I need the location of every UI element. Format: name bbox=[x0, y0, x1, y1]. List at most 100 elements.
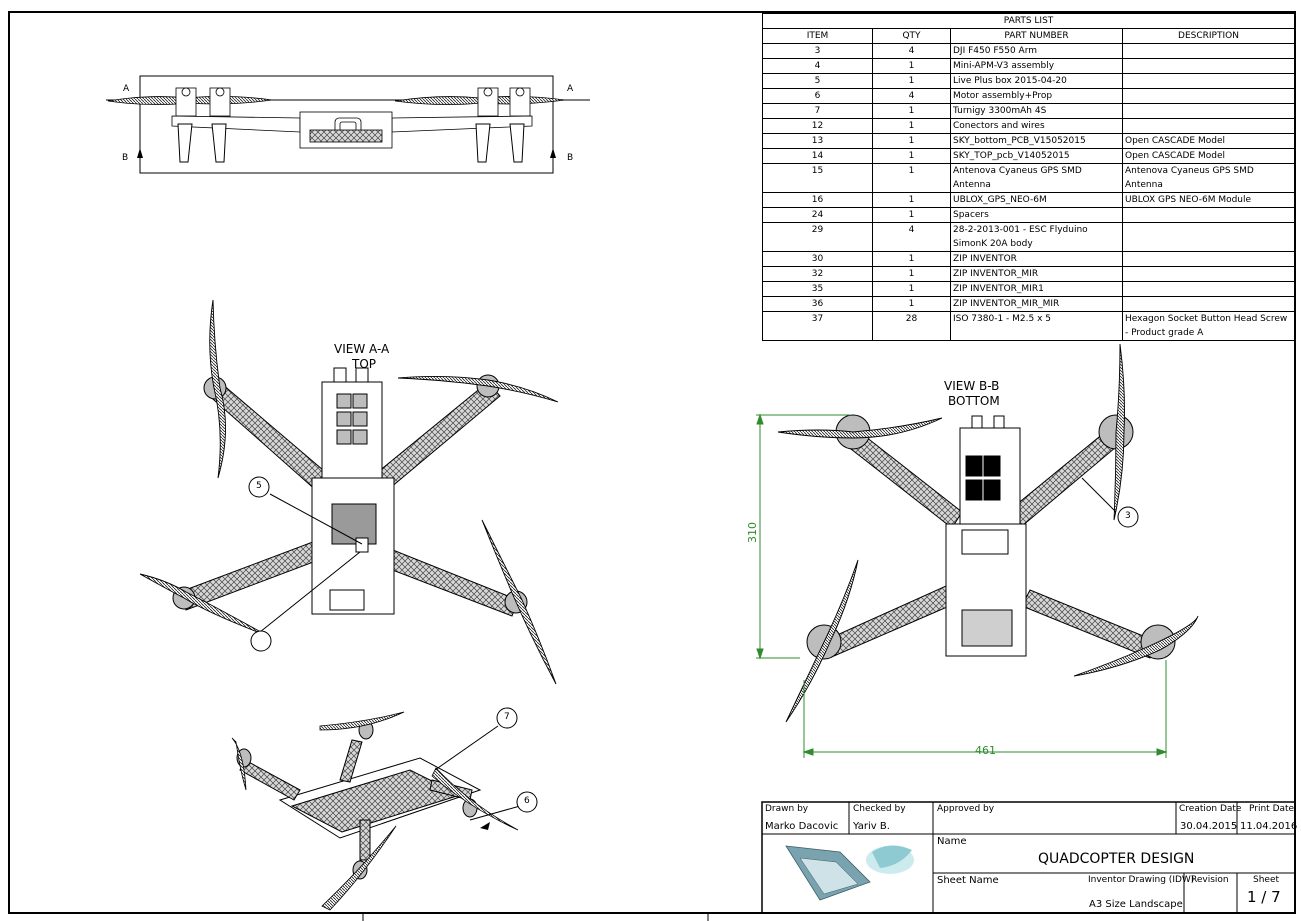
cell-qty: 1 bbox=[872, 103, 951, 119]
cell-part: DJI F450 F550 Arm bbox=[950, 43, 1123, 59]
view-b-title: VIEW B-B bbox=[944, 379, 1000, 393]
cell-item: 30 bbox=[762, 251, 873, 267]
cell-desc bbox=[1122, 103, 1295, 119]
cell-qty: 1 bbox=[872, 118, 951, 134]
cell-qty: 4 bbox=[872, 43, 951, 59]
cell-desc: Open CASCADE Model bbox=[1122, 148, 1295, 164]
cell-item: 12 bbox=[762, 118, 873, 134]
cell-desc bbox=[1122, 118, 1295, 134]
cell-part: ZIP INVENTOR_MIR_MIR bbox=[950, 296, 1123, 312]
cell-item: 16 bbox=[762, 192, 873, 208]
cell-desc: UBLOX GPS NEO-6M Module bbox=[1122, 192, 1295, 208]
drawn-by-value: Marko Dacovic bbox=[765, 821, 839, 832]
checked-by-label: Checked by bbox=[853, 804, 906, 814]
header-qty: QTY bbox=[872, 28, 951, 44]
dimension-width: 461 bbox=[975, 744, 996, 757]
view-b-subtitle: BOTTOM bbox=[948, 394, 1000, 408]
cell-item: 36 bbox=[762, 296, 873, 312]
parts-list-title: PARTS LIST bbox=[762, 13, 1295, 29]
name-label: Name bbox=[937, 836, 967, 847]
balloon-6: 6 bbox=[524, 796, 530, 806]
drawing-name: QUADCOPTER DESIGN bbox=[1038, 851, 1195, 867]
sheet-number: 1 / 7 bbox=[1247, 888, 1281, 906]
cell-qty: 1 bbox=[872, 58, 951, 74]
balloon-leaders bbox=[248, 476, 1139, 813]
checked-by-value: Yariv B. bbox=[853, 821, 890, 832]
cell-part: Conectors and wires bbox=[950, 118, 1123, 134]
cell-qty: 1 bbox=[872, 133, 951, 149]
cell-item: 3 bbox=[762, 43, 873, 59]
cell-qty: 1 bbox=[872, 163, 951, 193]
cell-desc bbox=[1122, 222, 1295, 252]
section-marker-b-right: B bbox=[567, 153, 574, 163]
creation-date-value: 30.04.2015 bbox=[1180, 821, 1238, 832]
cell-part: SKY_TOP_pcb_V14052015 bbox=[950, 148, 1123, 164]
side-view bbox=[106, 75, 590, 174]
cell-qty: 1 bbox=[872, 192, 951, 208]
drawn-by-label: Drawn by bbox=[765, 804, 809, 814]
sheet-size: A3 Size Landscape bbox=[1089, 899, 1183, 910]
cell-part: Spacers bbox=[950, 207, 1123, 223]
cell-qty: 1 bbox=[872, 73, 951, 89]
cell-part: SKY_bottom_PCB_V15052015 bbox=[950, 133, 1123, 149]
sheet-name-value: Inventor Drawing (IDW) bbox=[1088, 875, 1195, 885]
company-logo bbox=[782, 840, 922, 906]
cell-desc bbox=[1122, 251, 1295, 267]
cell-desc bbox=[1122, 281, 1295, 297]
cell-item: 32 bbox=[762, 266, 873, 282]
cell-item: 5 bbox=[762, 73, 873, 89]
cell-desc bbox=[1122, 43, 1295, 59]
cell-desc bbox=[1122, 296, 1295, 312]
cell-qty: 4 bbox=[872, 88, 951, 104]
section-marker-a-right: A bbox=[567, 84, 574, 94]
cell-item: 24 bbox=[762, 207, 873, 223]
sheet-label: Sheet bbox=[1253, 875, 1280, 885]
cell-desc: Antenova Cyaneus GPS SMD Antenna bbox=[1122, 163, 1295, 193]
cell-part: ZIP INVENTOR_MIR1 bbox=[950, 281, 1123, 297]
cell-part: Turnigy 3300mAh 4S bbox=[950, 103, 1123, 119]
cell-qty: 1 bbox=[872, 207, 951, 223]
cell-qty: 1 bbox=[872, 148, 951, 164]
cell-part: Mini-APM-V3 assembly bbox=[950, 58, 1123, 74]
cell-desc bbox=[1122, 58, 1295, 74]
sheet-name-label: Sheet Name bbox=[937, 875, 999, 886]
cell-desc bbox=[1122, 73, 1295, 89]
cell-desc bbox=[1122, 207, 1295, 223]
cell-item: 35 bbox=[762, 281, 873, 297]
cell-desc bbox=[1122, 266, 1295, 282]
approved-by-label: Approved by bbox=[937, 804, 995, 814]
balloon-3: 3 bbox=[1125, 511, 1131, 521]
revision-label: Revision bbox=[1191, 875, 1229, 885]
dimension-lines bbox=[756, 413, 1168, 758]
cell-part: Motor assembly+Prop bbox=[950, 88, 1123, 104]
cell-qty: 1 bbox=[872, 266, 951, 282]
cell-part: UBLOX_GPS_NEO-6M bbox=[950, 192, 1123, 208]
header-description: DESCRIPTION bbox=[1122, 28, 1295, 44]
top-view bbox=[139, 299, 559, 685]
dimension-height: 310 bbox=[746, 522, 759, 543]
cell-part: 28-2-2013-001 - ESC Flyduino SimonK 20A … bbox=[950, 222, 1123, 252]
isometric-view bbox=[231, 711, 521, 911]
cell-item: 6 bbox=[762, 88, 873, 104]
section-marker-b-left: B bbox=[122, 153, 129, 163]
cell-part: Live Plus box 2015-04-20 bbox=[950, 73, 1123, 89]
cell-item: 13 bbox=[762, 133, 873, 149]
cell-qty: 1 bbox=[872, 251, 951, 267]
cell-qty: 28 bbox=[872, 311, 951, 341]
